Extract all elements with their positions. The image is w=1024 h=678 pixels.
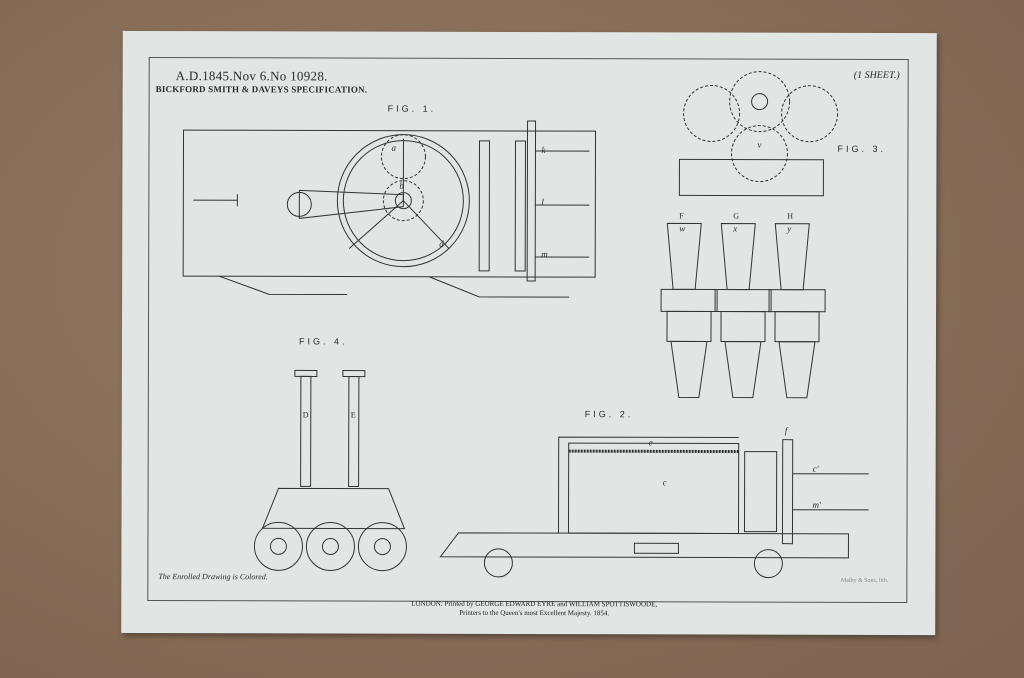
fig-1-drawing [182,120,597,298]
label-F: F [679,211,684,221]
label-f: f [784,425,788,436]
label-m: m [541,249,548,260]
enrolled-note: The Enrolled Drawing is Colored. [158,572,268,582]
label-D: D [302,410,309,420]
label-c-prime: c' [812,463,819,474]
label-w: w [679,223,686,234]
technical-drawings [182,71,869,579]
label-E: E [350,410,356,420]
label-e: e [648,437,653,448]
label-y: y [787,223,792,234]
label-l: l [541,197,544,208]
label-k: k [541,145,546,156]
fig-3-drawing [660,71,839,399]
label-x: x [733,223,738,234]
fig-4-drawing [253,369,407,572]
label-c: c [662,477,667,488]
drawing-border: A.D.1845.Nov 6.No 10928. BICKFORD SMITH … [147,57,909,603]
footer-line-1: LONDON: Printed by GEORGE EDWARD EYRE an… [411,599,658,609]
patent-drawing-sheet: A.D.1845.Nov 6.No 10928. BICKFORD SMITH … [121,30,937,636]
label-a: a [391,142,396,153]
label-m-prime: m' [812,499,822,510]
label-G: G [733,211,740,221]
footer-line-2: Printers to the Queen's most Excellent M… [459,608,610,618]
fig-2-drawing [439,436,869,579]
label-d: d [439,238,444,249]
engraver-credit: Malby & Sons, lith. [840,577,889,584]
label-b: b [399,180,404,191]
label-v: v [757,139,762,150]
label-H: H [787,211,794,221]
printer-footer: LONDON: Printed by GEORGE EDWARD EYRE an… [411,600,657,619]
